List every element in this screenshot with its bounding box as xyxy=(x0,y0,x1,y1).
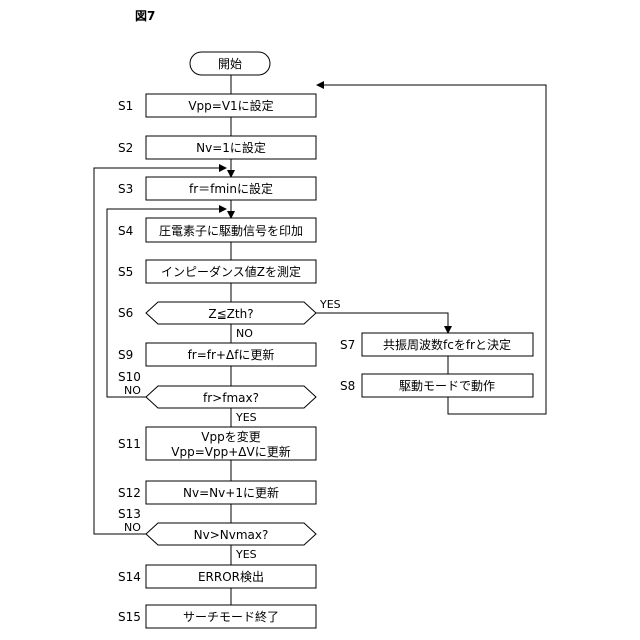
step-s4: S4 圧電素子に駆動信号を印加 xyxy=(118,218,316,242)
step-s13: S13 Nv>Nvmax? NO YES xyxy=(118,507,316,561)
step-s6: S6 Z≦Zth? YES NO xyxy=(118,298,341,340)
step-s12-text: Nv=Nv+1に更新 xyxy=(183,485,279,500)
start-label: 開始 xyxy=(218,57,242,71)
step-s2-label: S2 xyxy=(118,141,133,155)
step-s5-label: S5 xyxy=(118,265,133,279)
step-s7-text: 共振周波数fcをfrと決定 xyxy=(383,337,511,352)
step-s14: S14 ERROR検出 xyxy=(118,565,316,588)
step-s3-text: fr＝fminに設定 xyxy=(189,181,273,196)
step-s12-label: S12 xyxy=(118,486,141,500)
step-s4-text: 圧電素子に駆動信号を印加 xyxy=(159,224,303,238)
step-s11: S11 Vppを変更 Vpp=Vpp+ΔVに更新 xyxy=(118,427,316,460)
step-s13-text: Nv>Nvmax? xyxy=(194,528,269,542)
s13-no-label: NO xyxy=(124,521,141,534)
step-s5: S5 インピーダンス値Zを測定 xyxy=(118,260,316,283)
step-s9-label: S9 xyxy=(118,348,133,362)
step-s4-label: S4 xyxy=(118,224,133,238)
connector-s8-return-s1 xyxy=(317,85,546,414)
figure-label: 図7 xyxy=(135,9,155,23)
step-s7: S7 共振周波数fcをfrと決定 xyxy=(340,333,533,356)
step-s13-label: S13 xyxy=(118,507,141,521)
step-s14-label: S14 xyxy=(118,570,141,584)
connector-s6-yes-s7 xyxy=(316,313,448,333)
step-s11-text-line1: Vppを変更 xyxy=(201,429,260,444)
step-s3: S3 fr＝fminに設定 xyxy=(118,177,316,200)
step-s2-text: Nv=1に設定 xyxy=(196,140,266,155)
step-s10-label: S10 xyxy=(118,370,141,384)
start-terminal: 開始 xyxy=(190,52,270,75)
step-s7-label: S7 xyxy=(340,338,355,352)
step-s15-label: S15 xyxy=(118,610,141,624)
s13-yes-label: YES xyxy=(235,548,257,561)
step-s1: S1 Vpp=V1に設定 xyxy=(118,94,316,117)
step-s6-label: S6 xyxy=(118,306,133,320)
step-s6-text: Z≦Zth? xyxy=(208,307,253,321)
step-s5-text: インピーダンス値Zを測定 xyxy=(161,264,301,279)
s6-yes-label: YES xyxy=(319,298,341,311)
step-s2: S2 Nv=1に設定 xyxy=(118,136,316,159)
step-s1-text: Vpp=V1に設定 xyxy=(188,98,273,113)
step-s14-text: ERROR検出 xyxy=(198,570,264,584)
step-s11-text-line2: Vpp=Vpp+ΔVに更新 xyxy=(171,444,290,459)
step-s8-label: S8 xyxy=(340,379,355,393)
step-s1-label: S1 xyxy=(118,99,133,113)
s10-yes-label: YES xyxy=(235,411,257,424)
step-s12: S12 Nv=Nv+1に更新 xyxy=(118,481,316,504)
step-s3-label: S3 xyxy=(118,182,133,196)
step-s10: S10 fr>fmax? NO YES xyxy=(118,370,316,424)
step-s15-text: サーチモード終了 xyxy=(183,609,279,624)
step-s9: S9 fr=fr+Δfに更新 xyxy=(118,343,316,366)
step-s10-text: fr>fmax? xyxy=(203,391,259,405)
step-s11-label: S11 xyxy=(118,437,141,451)
s6-no-label: NO xyxy=(236,327,253,340)
step-s9-text: fr=fr+Δfに更新 xyxy=(188,347,275,362)
step-s8: S8 駆動モードで動作 xyxy=(340,374,533,397)
step-s8-text: 駆動モードで動作 xyxy=(399,379,495,393)
step-s15: S15 サーチモード終了 xyxy=(118,605,316,628)
s10-no-label: NO xyxy=(124,384,141,397)
